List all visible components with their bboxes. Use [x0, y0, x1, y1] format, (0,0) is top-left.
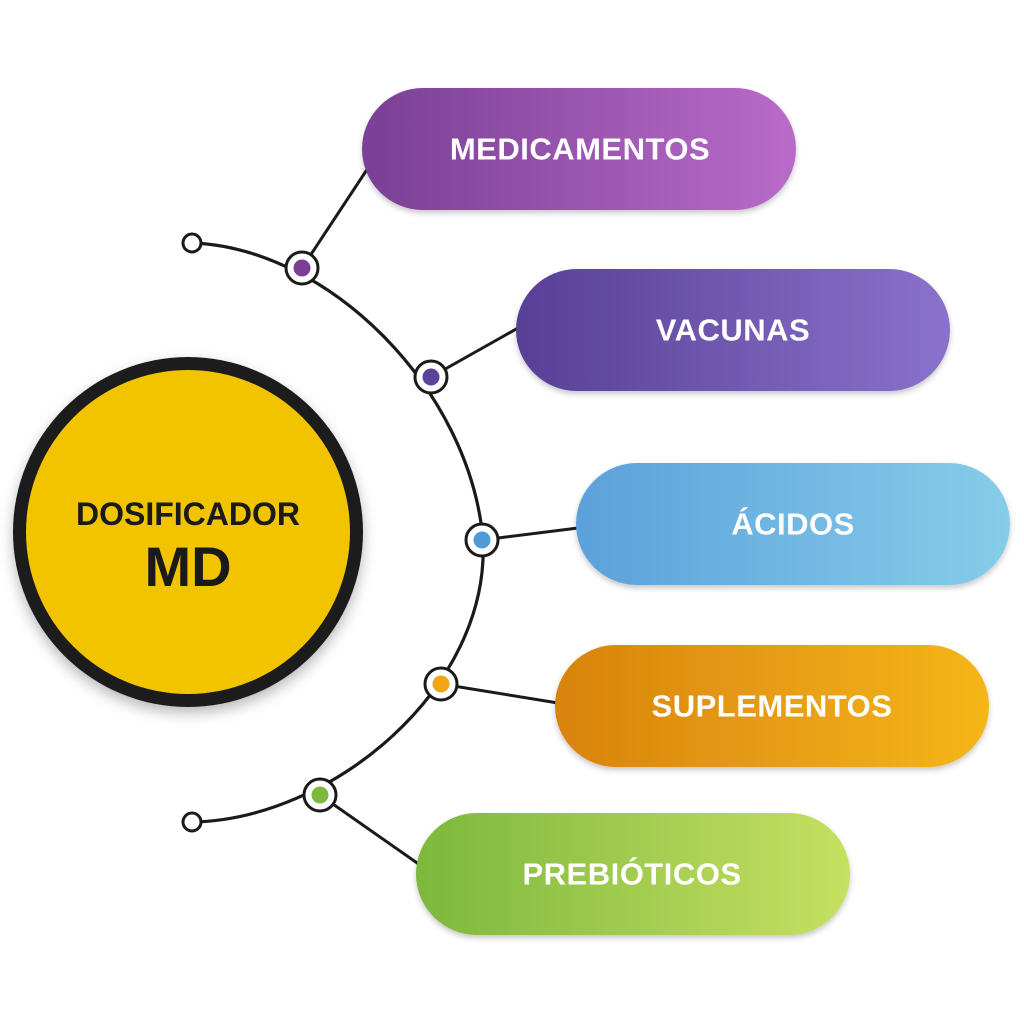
branch-line-prebioticos	[319, 793, 421, 867]
branch-line-medicamentos	[300, 167, 370, 269]
category-label: SUPLEMENTOS	[652, 689, 893, 724]
node-vacunas	[413, 359, 449, 395]
category-pill-suplementos: SUPLEMENTOS	[555, 645, 989, 767]
category-label: VACUNAS	[656, 313, 811, 348]
category-pill-prebioticos: PREBIÓTICOS	[416, 813, 850, 935]
category-label: ÁCIDOS	[731, 507, 855, 542]
branch-line-suplementos	[440, 682, 559, 705]
category-label: PREBIÓTICOS	[522, 856, 741, 892]
category-label: MEDICAMENTOS	[450, 132, 710, 167]
node-prebioticos	[302, 777, 338, 813]
node-acidos	[464, 522, 500, 558]
center-title-line2: MD	[144, 535, 231, 598]
category-pill-acidos: ÁCIDOS	[576, 463, 1010, 585]
node-suplementos	[423, 666, 459, 702]
category-pill-vacunas: VACUNAS	[516, 269, 950, 391]
center-title-line1: DOSIFICADOR	[76, 496, 300, 532]
node-medicamentos	[284, 250, 320, 286]
center-circle: DOSIFICADOR MD	[13, 357, 363, 707]
category-pill-medicamentos: MEDICAMENTOS	[362, 88, 796, 210]
arc-end-top	[181, 232, 203, 254]
arc-end-bottom	[181, 811, 203, 833]
